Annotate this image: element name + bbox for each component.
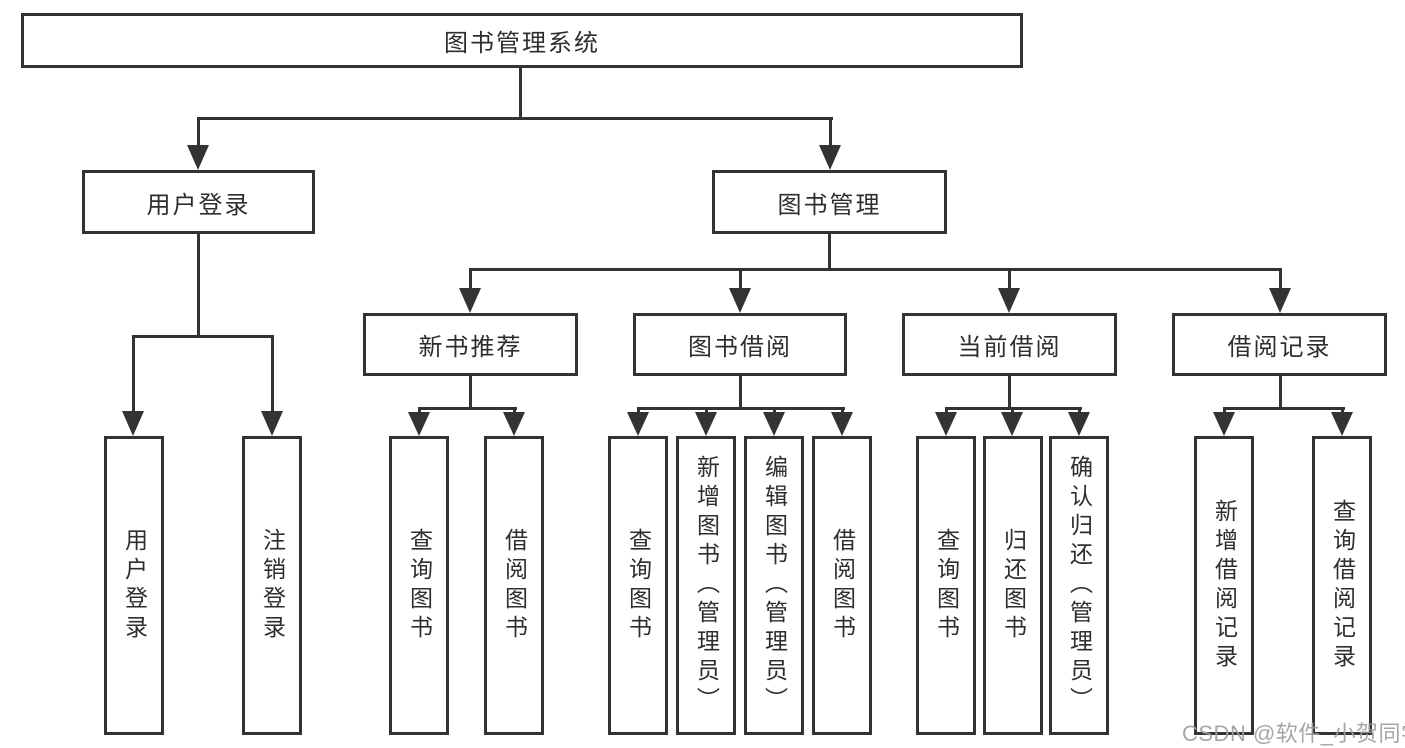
node-new-book-recommendation: 新书推荐	[363, 313, 578, 376]
connector-mgmt-bar	[469, 268, 1282, 271]
node-book-management: 图书管理	[712, 170, 947, 234]
connector-root-stem	[519, 68, 522, 120]
connector-nbr-bar	[418, 407, 517, 410]
connector-drop-nbr-1	[418, 407, 421, 415]
arrow-down-cb-1	[935, 412, 957, 436]
connector-drop-nbr-2	[513, 407, 516, 415]
connector-cb-stem	[1008, 376, 1011, 410]
node-root-library-management-system: 图书管理系统	[21, 13, 1023, 68]
leaf-bb-edit-books-admin: 编辑图书（管理员）	[744, 436, 804, 735]
connector-drop-login-2	[271, 335, 274, 413]
connector-drop-user-login	[197, 117, 200, 147]
arrow-down-nbr	[459, 288, 481, 313]
leaf-br-add-record: 新增借阅记录	[1194, 436, 1254, 735]
leaf-br-query-record: 查询借阅记录	[1312, 436, 1372, 735]
arrow-down-login-1	[122, 411, 144, 436]
arrow-down-nbr-2	[503, 412, 525, 436]
connector-br-bar	[1223, 407, 1345, 410]
connector-drop-br-2	[1341, 407, 1344, 415]
connector-drop-bb-4	[841, 407, 844, 415]
node-borrowing-records: 借阅记录	[1172, 313, 1387, 376]
arrow-down-cb-2	[1001, 412, 1023, 436]
arrow-down-bb-4	[831, 412, 853, 436]
connector-nbr-stem	[469, 376, 472, 410]
connector-drop-bb	[739, 268, 742, 290]
leaf-bb-query-books: 查询图书	[608, 436, 668, 735]
connector-drop-nbr	[469, 268, 472, 290]
leaf-logout: 注销登录	[242, 436, 302, 735]
connector-drop-br-1	[1223, 407, 1226, 415]
connector-drop-cb-2	[1011, 407, 1014, 415]
connector-drop-cb-1	[945, 407, 948, 415]
node-book-borrowing: 图书借阅	[633, 313, 847, 376]
leaf-nbr-borrow-books: 借阅图书	[484, 436, 544, 735]
leaf-nbr-query-books: 查询图书	[389, 436, 449, 735]
arrow-down-nbr-1	[408, 412, 430, 436]
connector-drop-cb-3	[1078, 407, 1081, 415]
arrow-down-cb	[998, 288, 1020, 313]
arrow-down-br-1	[1213, 412, 1235, 436]
node-user-login: 用户登录	[82, 170, 315, 234]
arrow-down-cb-3	[1068, 412, 1090, 436]
arrow-down-bb-3	[763, 412, 785, 436]
leaf-bb-add-books-admin: 新增图书（管理员）	[676, 436, 736, 735]
connector-drop-bb-1	[637, 407, 640, 415]
arrow-down-login-2	[261, 411, 283, 436]
node-current-borrowing: 当前借阅	[902, 313, 1117, 376]
leaf-cb-confirm-return-admin: 确认归还（管理员）	[1049, 436, 1109, 735]
connector-br-stem	[1279, 376, 1282, 410]
arrow-down-br-2	[1331, 412, 1353, 436]
arrow-down-bb-1	[627, 412, 649, 436]
leaf-cb-query-books: 查询图书	[916, 436, 976, 735]
connector-bb-bar	[637, 407, 845, 410]
connector-drop-login-1	[132, 335, 135, 413]
arrow-down-bb	[729, 288, 751, 313]
arrow-down-br	[1269, 288, 1291, 313]
connector-drop-bb-2	[705, 407, 708, 415]
connector-bb-stem	[739, 376, 742, 410]
leaf-cb-return-books: 归还图书	[983, 436, 1043, 735]
connector-drop-br	[1279, 268, 1282, 290]
arrow-down-user-login	[187, 145, 209, 170]
leaf-user-login: 用户登录	[104, 436, 164, 735]
arrow-down-bb-2	[695, 412, 717, 436]
connector-mgmt-stem	[828, 234, 831, 271]
connector-login-bar	[132, 335, 274, 338]
csdn-watermark: CSDN @软件_小贺同学	[1182, 721, 1405, 746]
connector-root-bar	[197, 117, 833, 120]
connector-login-stem	[197, 234, 200, 338]
arrow-down-book-mgmt	[819, 145, 841, 170]
connector-drop-cb	[1008, 268, 1011, 290]
connector-drop-book-mgmt	[829, 117, 832, 147]
connector-drop-bb-3	[773, 407, 776, 415]
leaf-bb-borrow-books: 借阅图书	[812, 436, 872, 735]
